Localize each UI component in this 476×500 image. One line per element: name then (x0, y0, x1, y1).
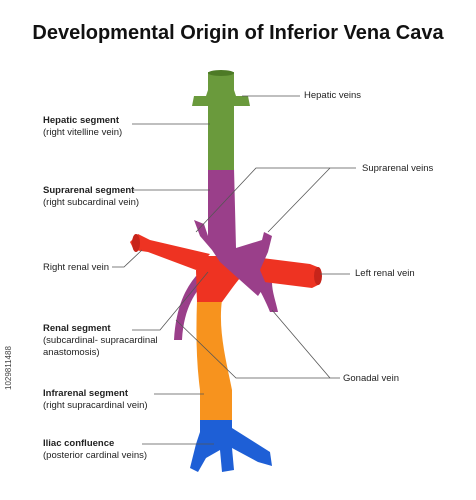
iliac-confluence-shape (190, 418, 272, 472)
suprarenal-segment-shape (194, 168, 272, 296)
hepatic-segment-shape (192, 90, 250, 170)
leader-lines (112, 95, 356, 445)
renal-segment-sub-2: anastomosis) (43, 347, 100, 358)
label-suprarenal-segment: Suprarenal segment (right subcardinal ve… (43, 185, 139, 209)
hepatic-top-cap (208, 72, 234, 92)
label-hepatic-segment: Hepatic segment (right vitelline vein) (43, 115, 122, 139)
label-iliac-confluence: Iliac confluence (posterior cardinal vei… (43, 438, 147, 462)
label-infrarenal-segment: Infrarenal segment (right supracardinal … (43, 388, 148, 412)
hepatic-segment-title: Hepatic segment (43, 115, 120, 126)
leader-suprarenal-veins-2 (267, 167, 331, 233)
leader-gonadal-vein-1 (175, 319, 340, 379)
label-renal-segment: Renal segment (subcardinal- supracardina… (43, 323, 158, 359)
label-gonadal-vein: Gonadal vein (343, 373, 399, 384)
hepatic-top-opening (208, 70, 234, 76)
infrarenal-segment-shape (196, 300, 232, 420)
iliac-confluence-title: Iliac confluence (43, 438, 115, 449)
renal-segment-sub-1: (subcardinal- supracardinal (43, 335, 158, 346)
label-suprarenal-veins: Suprarenal veins (362, 163, 434, 174)
right-renal-vein-shape (130, 234, 210, 270)
right-renal-vein-opening (132, 234, 140, 252)
left-renal-vein-opening (314, 267, 322, 285)
hepatic-segment-sub: (right vitelline vein) (43, 127, 123, 138)
infrarenal-segment-title: Infrarenal segment (43, 388, 128, 399)
label-left-renal-vein: Left renal vein (355, 268, 415, 279)
right-gonadal-vein-shape (174, 276, 206, 340)
suprarenal-segment-title: Suprarenal segment (43, 185, 135, 196)
stock-id-watermark: 1029811488 (4, 346, 13, 390)
infrarenal-segment-sub: (right supracardinal vein) (43, 400, 148, 411)
iliac-confluence-sub: (posterior cardinal veins) (43, 450, 148, 461)
leader-renal-segment (132, 271, 209, 331)
label-right-renal-vein: Right renal vein (43, 262, 109, 274)
leader-gonadal-vein-2 (271, 309, 331, 379)
renal-segment-title: Renal segment (43, 323, 111, 334)
label-hepatic-veins: Hepatic veins (304, 90, 362, 101)
leader-right-renal-vein (112, 249, 143, 268)
suprarenal-segment-sub: (right subcardinal vein) (43, 197, 140, 208)
page-title: Developmental Origin of Inferior Vena Ca… (32, 22, 444, 44)
leader-suprarenal-veins-1 (195, 167, 356, 233)
right-renal-vein-text: Right renal vein (43, 262, 110, 273)
